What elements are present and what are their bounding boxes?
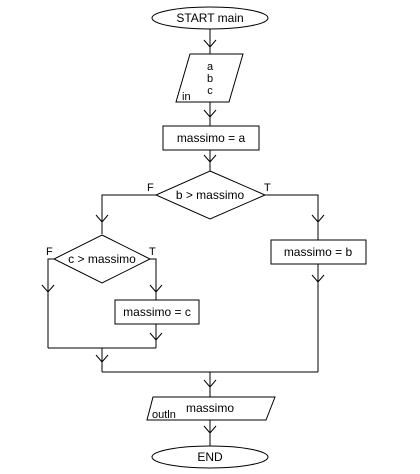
decision-b-diamond xyxy=(154,170,267,220)
assign-b-box xyxy=(270,239,367,265)
arrow-head-icon xyxy=(311,214,325,223)
input-parallelogram xyxy=(175,53,244,103)
input-node: a b c in xyxy=(175,53,244,103)
output-variable: massimo xyxy=(186,401,234,415)
arrow-head-icon xyxy=(203,379,217,388)
input-tag: in xyxy=(182,91,191,103)
assign-c-label: massimo = c xyxy=(123,305,191,319)
decision-b-true-label: T xyxy=(264,182,271,194)
start-terminal: START main xyxy=(151,6,269,30)
decision-c-diamond xyxy=(52,234,152,284)
arrow-head-icon xyxy=(203,425,217,434)
arrow-heads xyxy=(41,39,325,434)
assign-a-label: massimo = a xyxy=(177,131,246,145)
input-var-a: a xyxy=(207,61,214,73)
output-parallelogram xyxy=(146,396,276,421)
decision-c-condition: c > massimo xyxy=(68,252,136,266)
assign-a-box xyxy=(162,125,260,151)
edge-decision-b-true xyxy=(265,194,319,240)
end-ellipse xyxy=(151,445,269,469)
decision-b-node: b > massimo F T xyxy=(147,170,271,220)
output-node: massimo outln xyxy=(146,396,276,421)
edge-decision-c-true xyxy=(150,258,157,300)
decision-c-true-label: T xyxy=(149,246,156,258)
decision-c-false-label: F xyxy=(46,246,53,258)
arrow-head-icon xyxy=(95,354,109,363)
edge-decision-b-false xyxy=(101,194,156,234)
assign-b-node: massimo = b xyxy=(270,239,367,265)
assign-b-label: massimo = b xyxy=(284,245,353,259)
output-tag: outln xyxy=(152,409,176,421)
end-label: END xyxy=(197,450,223,464)
arrow-head-icon xyxy=(41,284,55,293)
input-var-b: b xyxy=(207,73,213,85)
decision-b-condition: b > massimo xyxy=(176,188,245,202)
assign-a-node: massimo = a xyxy=(162,125,260,151)
assign-c-box xyxy=(114,299,200,325)
decision-b-false-label: F xyxy=(147,182,154,194)
arrow-head-icon xyxy=(149,284,163,293)
start-label: START main xyxy=(176,11,243,25)
arrow-head-icon xyxy=(311,274,325,283)
assign-c-node: massimo = c xyxy=(114,299,200,325)
input-var-c: c xyxy=(207,85,213,97)
start-ellipse xyxy=(151,6,269,30)
arrow-head-icon xyxy=(203,39,217,48)
edge-decision-c-false xyxy=(47,258,54,348)
arrow-head-icon xyxy=(95,214,109,223)
arrow-head-icon xyxy=(203,154,217,163)
arrow-head-icon xyxy=(149,332,163,341)
end-terminal: END xyxy=(151,445,269,469)
decision-c-node: c > massimo F T xyxy=(46,234,156,284)
arrow-head-icon xyxy=(203,109,217,118)
